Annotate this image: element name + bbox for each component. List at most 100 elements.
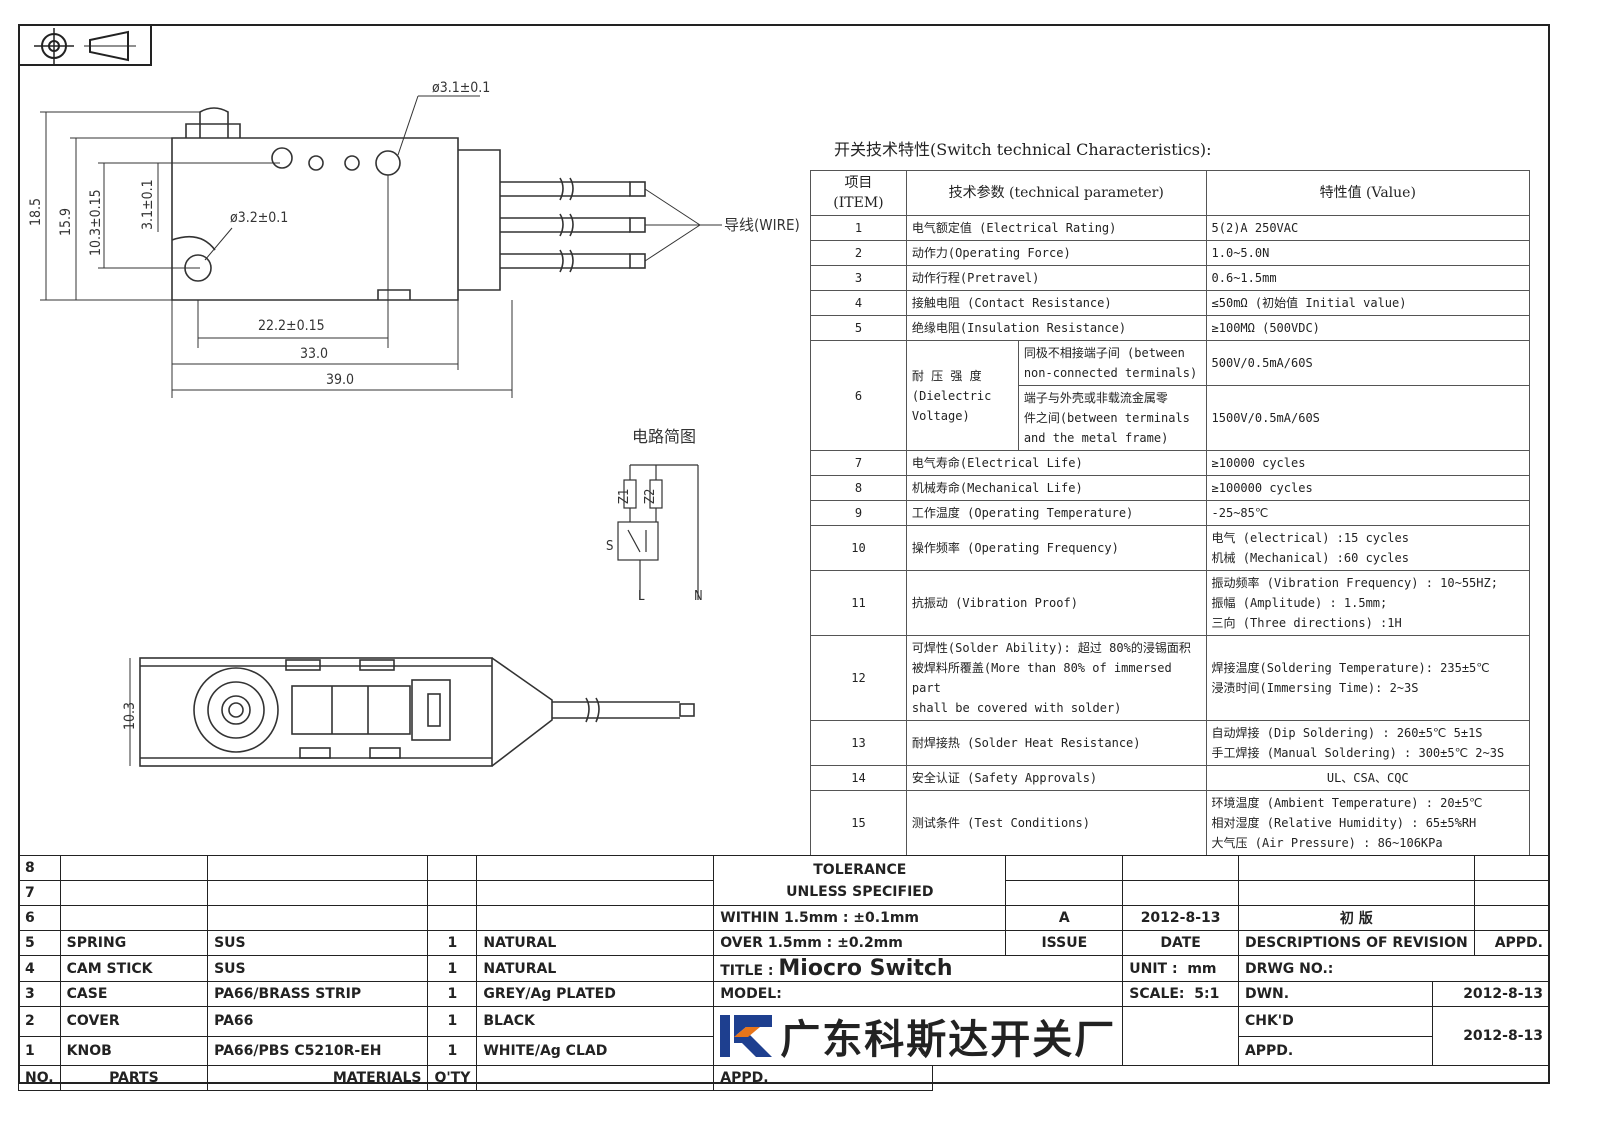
spec-item-no: 5: [810, 315, 907, 341]
circuit-text: 电路简图 Z1 Z2 S L N: [606, 427, 703, 604]
dim-h-small: 3.1±0.1: [140, 179, 156, 230]
spec-item-no: 2: [810, 240, 907, 266]
company-logo-icon: [720, 1015, 773, 1057]
spec-item-no: 9: [810, 500, 907, 526]
spec-value: ≤50mΩ (初始值 Initial value): [1205, 290, 1531, 316]
spec-value: 0.6~1.5mm: [1205, 265, 1531, 291]
label-z1: Z1: [617, 489, 632, 504]
dimension-text: ø3.1±0.1 ø3.2±0.1 18.5 15.9 10.3±0.15 3.…: [28, 80, 800, 730]
spec-param: 电气额定值 (Electrical Rating): [905, 215, 1207, 241]
dim-w-hole: 22.2±0.15: [258, 318, 325, 334]
spec-param: 测试条件 (Test Conditions): [905, 790, 1207, 856]
spec-param: 可焊性(Solder Ability): 超过 80%的浸锡面积被焊料所覆盖(M…: [905, 635, 1207, 721]
spec-value: -25~85℃: [1205, 500, 1531, 526]
spec-item-no: 14: [810, 765, 907, 791]
dim-w-body: 33.0: [300, 346, 328, 362]
side-view: [171, 107, 722, 301]
label-z2: Z2: [643, 489, 658, 504]
spec-param: 机械寿命(Mechanical Life): [905, 475, 1207, 501]
dim-h-hole: 10.3±0.15: [88, 189, 104, 256]
dim-w-total: 39.0: [326, 372, 354, 388]
label-s: S: [606, 539, 613, 554]
dim-hole-top: ø3.1±0.1: [432, 80, 490, 96]
spec-value: ≥10000 cycles: [1205, 450, 1531, 476]
spec-param: 动作行程(Pretravel): [905, 265, 1207, 291]
bottom-view: [129, 657, 695, 767]
circuit-title: 电路简图: [632, 427, 696, 446]
spec-item-no: 3: [810, 265, 907, 291]
spec-value: 振动频率 (Vibration Frequency) : 10~55HZ;振幅 …: [1205, 570, 1531, 636]
third-angle-projection-icon: [34, 28, 136, 64]
spec-item-no: 4: [810, 290, 907, 316]
spec-item-no: 8: [810, 475, 907, 501]
label-l: L: [638, 589, 645, 604]
spec-item-no: 1: [810, 215, 907, 241]
spec-item-no: 12: [810, 635, 907, 721]
spec-value: 5(2)A 250VAC: [1205, 215, 1531, 241]
spec-value: ≥100MΩ (500VDC): [1205, 315, 1531, 341]
spec-table: 项目(ITEM) 技术参数 (technical parameter) 特性值 …: [810, 170, 1531, 856]
spec-param: 接触电阻 (Contact Resistance): [905, 290, 1207, 316]
spec-item-no: 15: [810, 790, 907, 856]
spec-value: 1.0~5.0N: [1205, 240, 1531, 266]
spec-value: UL、CSA、CQC: [1205, 765, 1531, 791]
dim-h-overall: 18.5: [28, 198, 44, 226]
header-param: 技术参数 (technical parameter): [905, 170, 1207, 216]
dim-hole-bottom: ø3.2±0.1: [230, 210, 288, 226]
circuit-diagram: [617, 464, 699, 600]
spec-item-no: 13: [810, 720, 907, 766]
spec-param: 抗振动 (Vibration Proof): [905, 570, 1207, 636]
spec-param: 安全认证 (Safety Approvals): [905, 765, 1207, 791]
spec-param: 操作频率 (Operating Frequency): [905, 525, 1207, 571]
spec-param: 绝缘电阻(Insulation Resistance): [905, 315, 1207, 341]
spec-param: 耐焊接热 (Solder Heat Resistance): [905, 720, 1207, 766]
spec-item-no: 11: [810, 570, 907, 636]
spec-item-no: 7: [810, 450, 907, 476]
label-n: N: [694, 589, 703, 604]
spec-value: ≥100000 cycles: [1205, 475, 1531, 501]
spec-item-no: 10: [810, 525, 907, 571]
dimension-lines: [40, 95, 513, 398]
spec-param: 动作力(Operating Force): [905, 240, 1207, 266]
spec-header-row: 项目(ITEM) 技术参数 (technical parameter) 特性值 …: [810, 170, 1531, 216]
header-value: 特性值 (Value): [1205, 170, 1531, 216]
wire-label: 导线(WIRE): [724, 216, 800, 234]
title-field: TITLE : Miocro Switch: [713, 955, 1124, 982]
projection-symbol: [18, 24, 152, 66]
spec-param: 工作温度 (Operating Temperature): [905, 500, 1207, 526]
spec-param: 电气寿命(Electrical Life): [905, 450, 1207, 476]
spec-title: 开关技术特性(Switch technical Characteristics)…: [834, 140, 1212, 159]
header-item: 项目(ITEM): [810, 170, 907, 216]
company-logo: 广东科斯达开关厂: [713, 1006, 1124, 1066]
